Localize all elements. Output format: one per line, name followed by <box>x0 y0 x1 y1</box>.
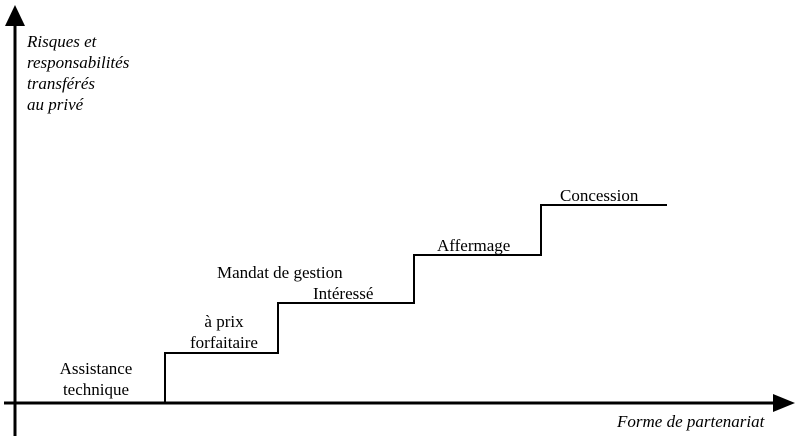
step-prix-forfaitaire: à prix forfaitaire <box>178 311 270 353</box>
step-label-line: Assistance <box>59 359 133 378</box>
x-axis-arrow-icon <box>773 394 795 412</box>
step-concession: Concession <box>560 186 639 205</box>
step-assistance-technique: Assistance technique <box>52 358 140 400</box>
y-axis-label-line: Risques et <box>27 32 97 51</box>
staircase-line <box>164 204 667 403</box>
step-mandat-de-gestion: Mandat de gestion <box>217 263 343 282</box>
step-label-line: technique <box>62 380 130 399</box>
y-axis-label-line: transférés <box>27 74 95 93</box>
step-affermage: Affermage <box>437 236 511 255</box>
y-axis-label-line: responsabilités <box>27 53 130 72</box>
step-label-line: forfaitaire <box>190 333 258 352</box>
y-axis-label: Risques et responsabilités transférés au… <box>27 31 129 115</box>
step-label-line: à prix <box>204 312 244 331</box>
y-axis-arrow-icon <box>5 5 25 26</box>
x-axis-label: Forme de partenariat <box>617 412 765 431</box>
step-interesse: Intéressé <box>313 284 374 303</box>
y-axis-label-line: au privé <box>27 95 84 114</box>
